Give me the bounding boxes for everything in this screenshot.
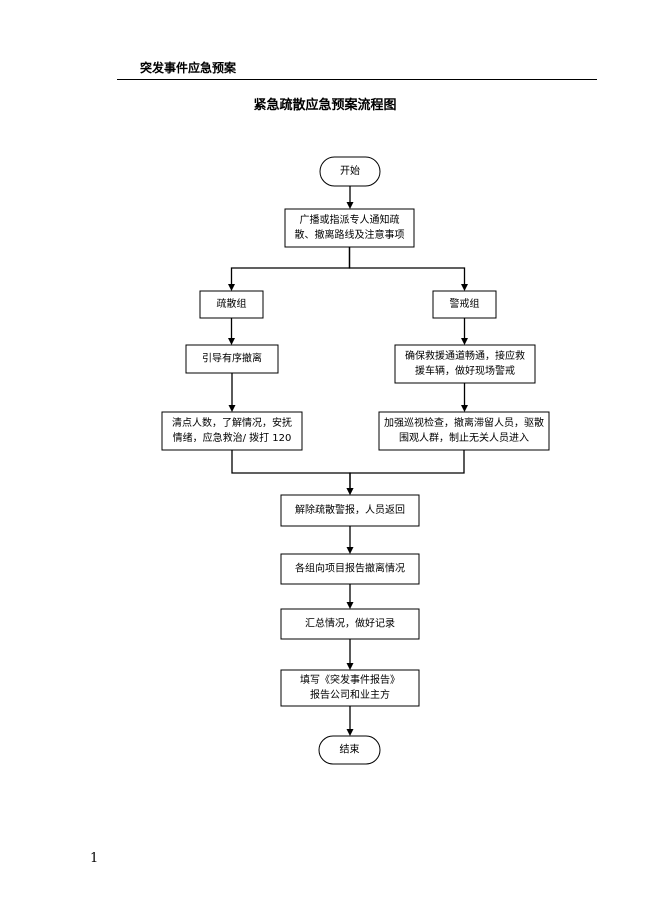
edge-guard-group-to-rescue-access-arrowhead (461, 338, 468, 345)
edge-guide-to-headcount-arrowhead (228, 405, 236, 412)
edge-start-to-notify-arrowhead (346, 202, 354, 209)
edge-notify-to-evac-group-arrowhead (228, 284, 235, 291)
page-number: 1 (90, 851, 99, 866)
node-label-notify-line-2: 散、撤离路线及注意事项 (295, 228, 405, 241)
node-label-release: 解除疏散警报，人员返回 (295, 503, 405, 516)
node-label-guide: 引导有序撤离 (202, 352, 262, 365)
node-label-guard-group: 警戒组 (450, 297, 480, 310)
edge-patrol-to-release (349, 450, 465, 488)
process-box-notify (284, 208, 415, 248)
running-header: 突发事件应急预案 (140, 61, 237, 75)
edge-fill-report-to-end-arrowhead (346, 729, 354, 736)
process-box-patrol (378, 411, 550, 451)
terminal-start (319, 156, 381, 187)
node-label-headcount-line-2: 情绪，应急救治/ 拨打 120 (173, 431, 292, 444)
process-box-fill-report (280, 669, 420, 707)
process-box-guard-group (432, 290, 497, 319)
node-label-end: 结束 (340, 743, 360, 756)
edge-notify-to-guard-group (348, 247, 466, 284)
node-label-headcount-line-1: 清点人数，了解情况，安抚 (172, 416, 292, 429)
node-label-fill-report-line-2: 报告公司和业主方 (310, 688, 390, 701)
edge-patrol-to-release-arrowhead (346, 488, 354, 495)
node-label-summary: 汇总情况，做好记录 (305, 617, 395, 630)
process-box-summary (280, 608, 420, 640)
node-label-evac-group: 疏散组 (217, 297, 247, 310)
node-label-start: 开始 (340, 164, 360, 177)
node-label-fill-report-line-1: 填写《突发事件报告》 (300, 673, 400, 686)
node-label-notify-line-1: 广播或指派专人通知疏 (300, 213, 400, 226)
terminal-end (318, 735, 381, 765)
edge-headcount-to-release (231, 450, 351, 488)
edge-evac-group-to-guide-arrowhead (228, 338, 235, 345)
node-label-rescue-access-line-2: 援车辆，做好现场警戒 (415, 364, 515, 377)
process-box-rescue-access (394, 344, 536, 384)
edge-release-to-report-arrowhead (346, 547, 354, 554)
header-rule (117, 79, 597, 80)
node-label-patrol-line-2: 围观人群，制止无关人员进入 (399, 431, 529, 444)
edge-rescue-access-to-patrol-arrowhead (461, 405, 468, 412)
edge-notify-to-evac-group (230, 247, 351, 284)
process-box-evac-group (199, 290, 264, 319)
node-label-rescue-access-line-1: 确保救援通道畅通，接应救 (405, 349, 525, 362)
process-box-headcount (161, 411, 303, 451)
process-box-release (280, 494, 420, 527)
process-box-report (280, 553, 420, 585)
process-box-guide (185, 344, 279, 374)
document-title: 紧急疏散应急预案流程图 (253, 98, 397, 113)
node-label-report: 各组向项目报告撤离情况 (295, 562, 405, 575)
node-label-patrol-line-1: 加强巡视检查，撤离滞留人员，驱散 (384, 416, 544, 429)
edge-notify-to-guard-group-arrowhead (461, 284, 468, 291)
edge-report-to-summary-arrowhead (346, 602, 354, 609)
edge-summary-to-fill-report-arrowhead (346, 663, 354, 670)
